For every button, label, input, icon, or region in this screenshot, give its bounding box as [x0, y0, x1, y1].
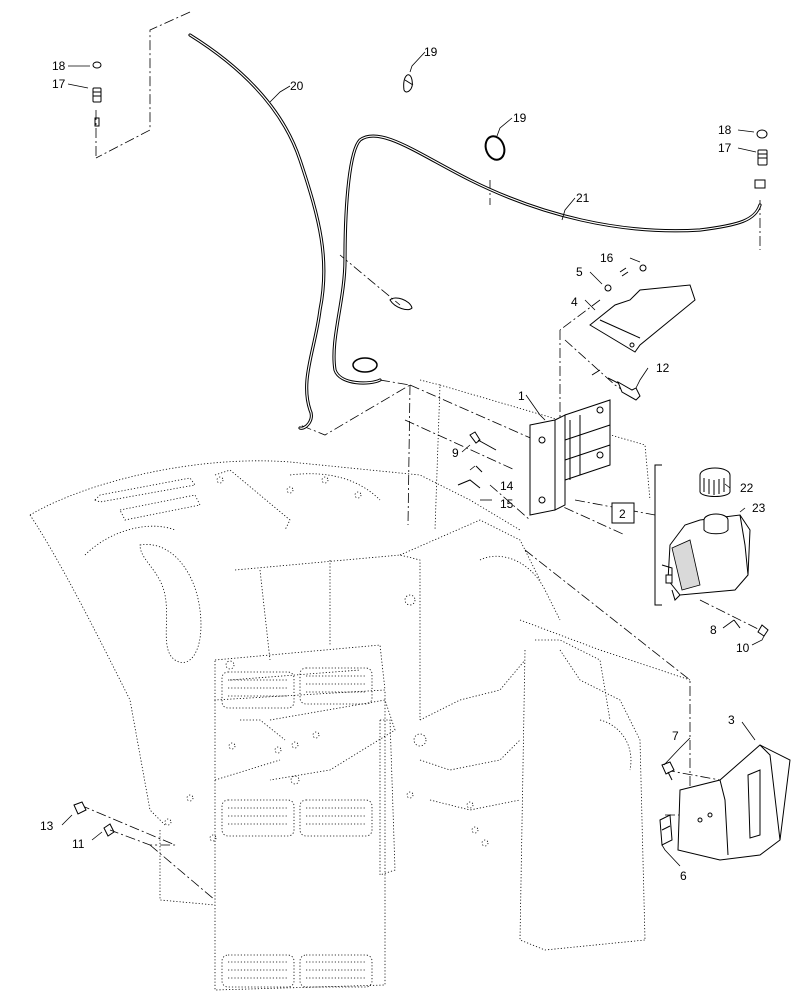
washer-reservoir-assembly: [654, 464, 769, 637]
callout-21: 21: [576, 191, 590, 205]
callout-20: 20: [290, 79, 304, 93]
callout-9: 9: [452, 446, 459, 460]
callout-2: 2: [619, 507, 626, 521]
body-bolts: [164, 476, 489, 847]
callout-23: 23: [752, 501, 766, 515]
bracket-1: [529, 399, 611, 516]
callout-16: 16: [600, 251, 614, 265]
hardware-11-13: [73, 801, 115, 837]
callout-8: 8: [710, 623, 717, 637]
nozzle-fitting-right: [754, 129, 768, 189]
callout-17-left: 17: [52, 77, 66, 91]
callout-box-2: [611, 502, 635, 524]
hose-clip-19-upper: [403, 74, 414, 93]
callout-5: 5: [576, 265, 583, 279]
callout-22: 22: [740, 481, 754, 495]
cover-plate-4: [589, 264, 696, 353]
callout-19-right: 19: [513, 111, 527, 125]
tractor-body-outline: [29, 379, 691, 991]
hose-clip-19-right: [484, 135, 506, 161]
callout-17-right: 17: [718, 141, 732, 155]
step-upper: [221, 667, 373, 709]
reservoir-cap-22: [699, 467, 731, 497]
hardware-9-14-15: [457, 431, 497, 489]
washer-hose-21: [332, 134, 762, 385]
bolt-7: [661, 761, 675, 781]
callout-12: 12: [656, 361, 670, 375]
callout-1: 1: [518, 389, 525, 403]
callout-6: 6: [680, 869, 687, 883]
step-middle: [221, 799, 373, 837]
step-lower: [221, 954, 373, 988]
reservoir-hardware-8-10: [733, 619, 769, 637]
callout-14: 14: [500, 479, 514, 493]
callout-19-upper: 19: [424, 45, 438, 59]
callout-7: 7: [672, 729, 679, 743]
shield-3: [677, 744, 791, 861]
nozzle-fitting-left: [92, 61, 102, 127]
callout-18-right: 18: [718, 123, 732, 137]
bolt-12: [591, 369, 641, 401]
leader-lines: [79, 11, 761, 901]
hose-clip-mid: [352, 297, 413, 373]
callout-10: 10: [736, 641, 750, 655]
callout-18-left: 18: [52, 59, 66, 73]
callout-11: 11: [72, 837, 85, 851]
callout-labels: 1 2 3 4 5 6 7 8 9 10 11 12 13 14 15 16 1…: [40, 45, 766, 883]
callout-15: 15: [500, 497, 514, 511]
callout-leaders: [61, 51, 765, 867]
clip-6: [659, 814, 673, 846]
callout-3: 3: [728, 713, 735, 727]
reservoir-tank-23: [661, 513, 751, 601]
callout-4: 4: [571, 295, 578, 309]
callout-13: 13: [40, 819, 54, 833]
washer-hose-20: [188, 33, 326, 430]
